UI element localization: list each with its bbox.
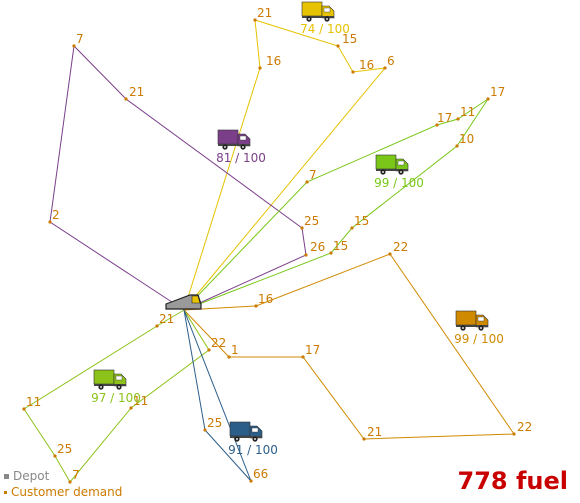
legend-customer: Customer demand — [4, 484, 122, 500]
customer-point — [362, 437, 366, 441]
truck-blue-load-label: 91 / 100 — [228, 443, 278, 457]
customer-demand-label: 21 — [257, 6, 272, 20]
depot-truck-icon — [165, 294, 202, 310]
truck-orange-icon — [455, 310, 489, 331]
route-yellow-path — [183, 19, 387, 311]
customer-point — [53, 454, 57, 458]
customer-demand-label: 25 — [304, 214, 319, 228]
customer-demand-label: 21 — [129, 85, 144, 99]
customer-point — [22, 407, 26, 411]
customer-point — [351, 70, 355, 74]
customer-demand-label: 7 — [76, 32, 84, 46]
route-blue-path — [183, 309, 252, 482]
customer-demand-label: 1 — [231, 343, 239, 357]
truck-green-load-label: 99 / 100 — [374, 176, 424, 190]
customer-demand-label: 22 — [393, 240, 408, 254]
truck-yellow-icon — [301, 1, 335, 22]
truck-green2-icon — [93, 369, 127, 390]
truck-blue-icon — [229, 421, 263, 442]
customer-point — [203, 428, 207, 432]
customer-demand-label: 11 — [460, 105, 475, 119]
customer-demand-label: 6 — [387, 54, 395, 68]
customer-demand-label: 16 — [359, 58, 374, 72]
route-orange-path — [183, 253, 515, 440]
customer-point — [435, 123, 439, 127]
customer-point — [68, 480, 72, 484]
customer-demand-label: 15 — [354, 214, 369, 228]
customer-point — [304, 253, 308, 257]
truck-purple-icon — [217, 129, 251, 150]
customer-point — [512, 432, 516, 436]
customer-demand-label: 21 — [159, 312, 174, 326]
customer-point — [258, 66, 262, 70]
customer-demand-label: 2 — [52, 208, 60, 222]
truck-purple-load-label: 81 / 100 — [216, 151, 266, 165]
customer-point — [350, 226, 354, 230]
route-green2-path — [23, 309, 210, 483]
fuel-total: 778 fuel — [457, 467, 568, 495]
customer-demand-label: 22 — [211, 336, 226, 350]
customer-demand-label: 21 — [367, 425, 382, 439]
customer-point — [305, 180, 309, 184]
customer-demand-label: 16 — [258, 292, 273, 306]
customer-point — [129, 406, 133, 410]
truck-green-icon — [375, 154, 409, 175]
customer-demand-label: 17 — [305, 343, 320, 357]
legend-depot-label: Depot — [13, 469, 50, 483]
truck-orange-load-label: 99 / 100 — [454, 332, 504, 346]
truck-yellow-load-label: 74 / 100 — [300, 22, 350, 36]
customer-point — [301, 355, 305, 359]
truck-green2-load-label: 97 / 100 — [91, 391, 141, 405]
route-purple-path — [49, 44, 307, 311]
customer-point — [300, 226, 304, 230]
customer-point — [155, 324, 159, 328]
customer-demand-label: 22 — [517, 420, 532, 434]
customer-point — [456, 117, 460, 121]
customer-demand-label: 7 — [72, 468, 80, 482]
customer-point — [227, 355, 231, 359]
customer-demand-label: 10 — [459, 132, 474, 146]
customer-point — [383, 66, 387, 70]
customer-point — [329, 251, 333, 255]
customer-demand-label: 11 — [26, 395, 41, 409]
customer-demand-label: 15 — [342, 32, 357, 46]
customer-point — [48, 220, 52, 224]
customer-demand-label: 11 — [133, 394, 148, 408]
customer-point — [253, 18, 257, 22]
legend-customer-label: Customer demand — [11, 485, 123, 499]
customer-point — [455, 144, 459, 148]
customer-point — [72, 44, 76, 48]
customer-demand-label: 26 — [310, 240, 325, 254]
customer-swatch — [4, 490, 7, 494]
customer-demand-label: 17 — [437, 111, 452, 125]
depot-swatch — [4, 473, 9, 479]
customer-point — [254, 304, 258, 308]
customer-demand-label: 17 — [490, 85, 505, 99]
customer-point — [249, 479, 253, 483]
legend-depot: Depot — [4, 468, 122, 484]
customer-demand-label: 66 — [253, 467, 268, 481]
customer-point — [124, 97, 128, 101]
customer-demand-label: 25 — [207, 416, 222, 430]
customer-demand-label: 16 — [266, 54, 281, 68]
customer-point — [336, 44, 340, 48]
customer-point — [486, 97, 490, 101]
customer-demand-label: 25 — [57, 442, 72, 456]
legend: Depot Customer demand — [4, 468, 122, 500]
customer-point — [207, 348, 211, 352]
customer-demand-label: 7 — [309, 168, 317, 182]
customer-point — [388, 252, 392, 256]
customer-demand-label: 15 — [333, 239, 348, 253]
